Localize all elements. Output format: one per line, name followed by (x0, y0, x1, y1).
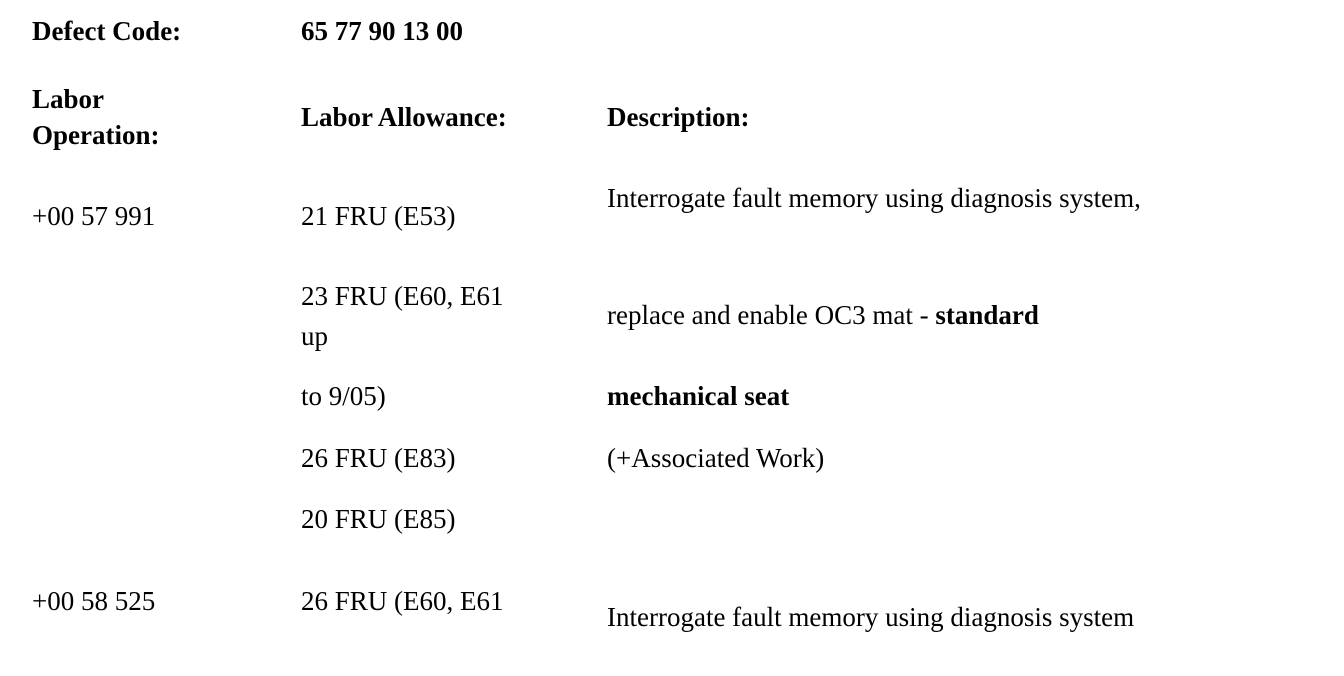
column-header-labor-operation-line2: Operation: (32, 120, 160, 150)
labor-allowance-value-continued: up (301, 321, 328, 351)
labor-allowance-value: to 9/05) (301, 381, 386, 411)
column-header-description: Description: (607, 102, 750, 132)
labor-allowance-value: 26 FRU (E83) (301, 443, 456, 473)
description-value: mechanical seat (607, 381, 790, 411)
description-value: replace and enable OC3 mat - standard (607, 302, 1039, 329)
column-header-labor-operation-line1: Labor (32, 84, 105, 114)
labor-allowance-value: 23 FRU (E60, E61 (301, 281, 504, 311)
defect-code-label: Defect Code: (32, 16, 182, 46)
defect-code-value: 65 77 90 13 00 (301, 16, 463, 46)
description-value: Interrogate fault memory using diagnosis… (607, 183, 1141, 213)
description-text-emphasis: standard (935, 300, 1039, 330)
labor-operation-value: +00 57 991 (32, 201, 156, 231)
description-text-plain: replace and enable OC3 mat - (607, 300, 936, 330)
labor-allowance-value: 20 FRU (E85) (301, 504, 456, 534)
description-value: Interrogate fault memory using diagnosis… (607, 602, 1135, 632)
labor-allowance-value: 26 FRU (E60, E61 (301, 586, 504, 616)
labor-allowance-value: 21 FRU (E53) (301, 201, 456, 231)
column-header-labor-allowance: Labor Allowance: (301, 102, 507, 132)
description-value: (+Associated Work) (607, 443, 825, 473)
labor-operation-value: +00 58 525 (32, 586, 156, 616)
